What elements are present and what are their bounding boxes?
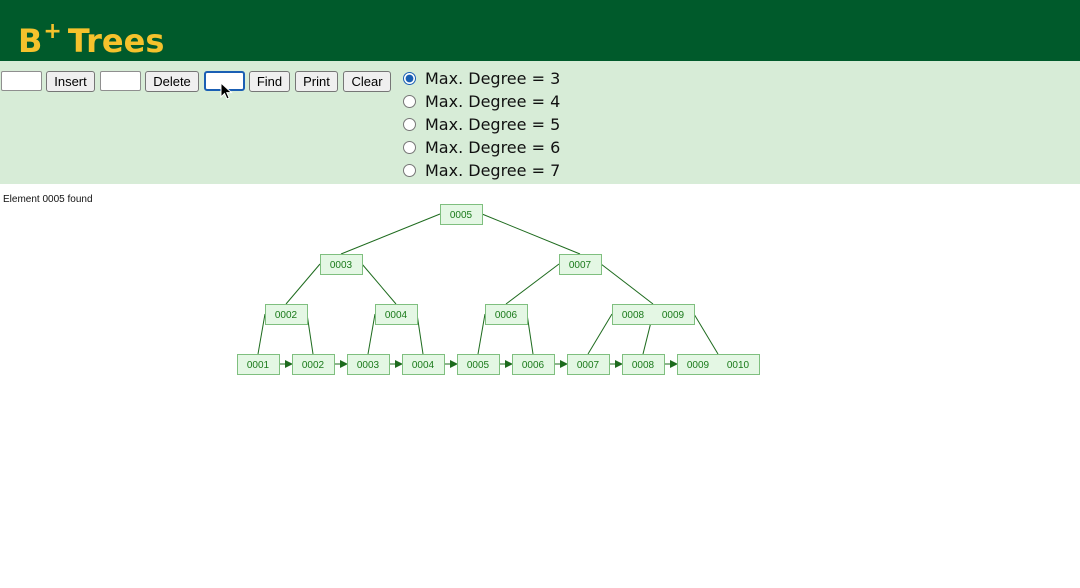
tree-edge	[505, 263, 560, 305]
tree-edge	[600, 263, 654, 305]
node-key: 0005	[450, 210, 473, 221]
leaf-node: 0008	[622, 354, 665, 375]
node-key: 0003	[330, 260, 353, 271]
leaf-node: 0007	[567, 354, 610, 375]
node-box	[622, 354, 665, 375]
max-degree-label: Max. Degree = 4	[425, 91, 561, 111]
leaf-node: 0006	[512, 354, 555, 375]
node-key: 0005	[467, 360, 490, 371]
max-degree-radio-6[interactable]	[403, 140, 416, 154]
node-key: 0004	[412, 360, 435, 371]
internal-node: 0008 0009	[612, 304, 695, 325]
node-key: 0001	[247, 360, 270, 371]
node-key: 0007	[569, 260, 592, 271]
delete-input[interactable]	[100, 71, 141, 91]
max-degree-label: Max. Degree = 7	[425, 160, 561, 180]
insert-input[interactable]	[1, 71, 42, 91]
max-degree-label: Max. Degree = 6	[425, 137, 561, 157]
node-box	[375, 304, 418, 325]
toolbar: Insert Delete Find Print Clear Max. Degr…	[0, 61, 1080, 184]
node-box	[677, 354, 760, 375]
title-main: B	[18, 22, 43, 60]
tree-edge	[587, 313, 613, 355]
node-box	[237, 354, 280, 375]
leaf-node: 0005	[457, 354, 500, 375]
node-box	[612, 304, 695, 325]
node-key: 0007	[577, 360, 600, 371]
app-title: B+Trees	[18, 10, 164, 63]
max-degree-radio-7[interactable]	[403, 163, 416, 177]
node-box	[265, 304, 308, 325]
max-degree-label: Max. Degree = 5	[425, 114, 561, 134]
node-box	[347, 354, 390, 375]
node-box	[512, 354, 555, 375]
node-key: 0004	[385, 310, 408, 321]
mouse-pointer-icon	[220, 82, 233, 100]
tree-edge	[361, 263, 397, 305]
node-key: 0006	[495, 310, 518, 321]
leaf-node: 0003	[347, 354, 390, 375]
node-key: 0002	[302, 360, 325, 371]
node-box	[440, 204, 483, 225]
tree-edge	[481, 213, 581, 255]
internal-node: 0003	[320, 254, 363, 275]
insert-button[interactable]: Insert	[46, 71, 95, 92]
max-degree-radio-5[interactable]	[403, 117, 416, 131]
node-key: 0003	[357, 360, 380, 371]
leaf-node: 0004	[402, 354, 445, 375]
node-key: 0010	[727, 360, 750, 371]
node-key: 0009	[687, 360, 710, 371]
node-key: 0002	[275, 310, 298, 321]
node-box	[559, 254, 602, 275]
node-key: 0008	[632, 360, 655, 371]
node-box	[457, 354, 500, 375]
max-degree-option-7[interactable]: Max. Degree = 7	[402, 160, 560, 180]
tree-edge	[340, 213, 441, 255]
node-box	[402, 354, 445, 375]
tree-edge	[477, 313, 486, 355]
node-box	[485, 304, 528, 325]
max-degree-radio-3[interactable]	[403, 71, 416, 85]
node-box	[320, 254, 363, 275]
max-degree-option-3[interactable]: Max. Degree = 3	[402, 68, 560, 88]
app-header: B+Trees	[0, 0, 1080, 61]
leaf-node: 0002	[292, 354, 335, 375]
title-superscript: +	[43, 19, 62, 44]
find-button[interactable]: Find	[249, 71, 290, 92]
max-degree-radio-4[interactable]	[403, 94, 416, 108]
max-degree-option-5[interactable]: Max. Degree = 5	[402, 114, 560, 134]
leaf-node: 0009 0010	[677, 354, 760, 375]
print-button[interactable]: Print	[295, 71, 338, 92]
clear-button[interactable]: Clear	[343, 71, 391, 92]
status-message: Element 0005 found	[3, 194, 93, 205]
node-box	[292, 354, 335, 375]
max-degree-option-4[interactable]: Max. Degree = 4	[402, 91, 560, 111]
node-key: 0009	[662, 310, 685, 321]
tree-edge	[367, 313, 376, 355]
tree-edge	[693, 313, 719, 355]
internal-node: 0005	[440, 204, 483, 225]
max-degree-option-6[interactable]: Max. Degree = 6	[402, 137, 560, 157]
internal-node: 0002	[265, 304, 308, 325]
leaf-node: 0001	[237, 354, 280, 375]
tree-edge	[257, 313, 266, 355]
title-rest: Trees	[67, 22, 165, 60]
internal-node: 0004	[375, 304, 418, 325]
internal-node: 0006	[485, 304, 528, 325]
max-degree-label: Max. Degree = 3	[425, 68, 561, 88]
tree-edge	[285, 263, 321, 305]
node-key: 0008	[622, 310, 645, 321]
delete-button[interactable]: Delete	[145, 71, 199, 92]
node-key: 0006	[522, 360, 545, 371]
node-box	[567, 354, 610, 375]
internal-node: 0007	[559, 254, 602, 275]
